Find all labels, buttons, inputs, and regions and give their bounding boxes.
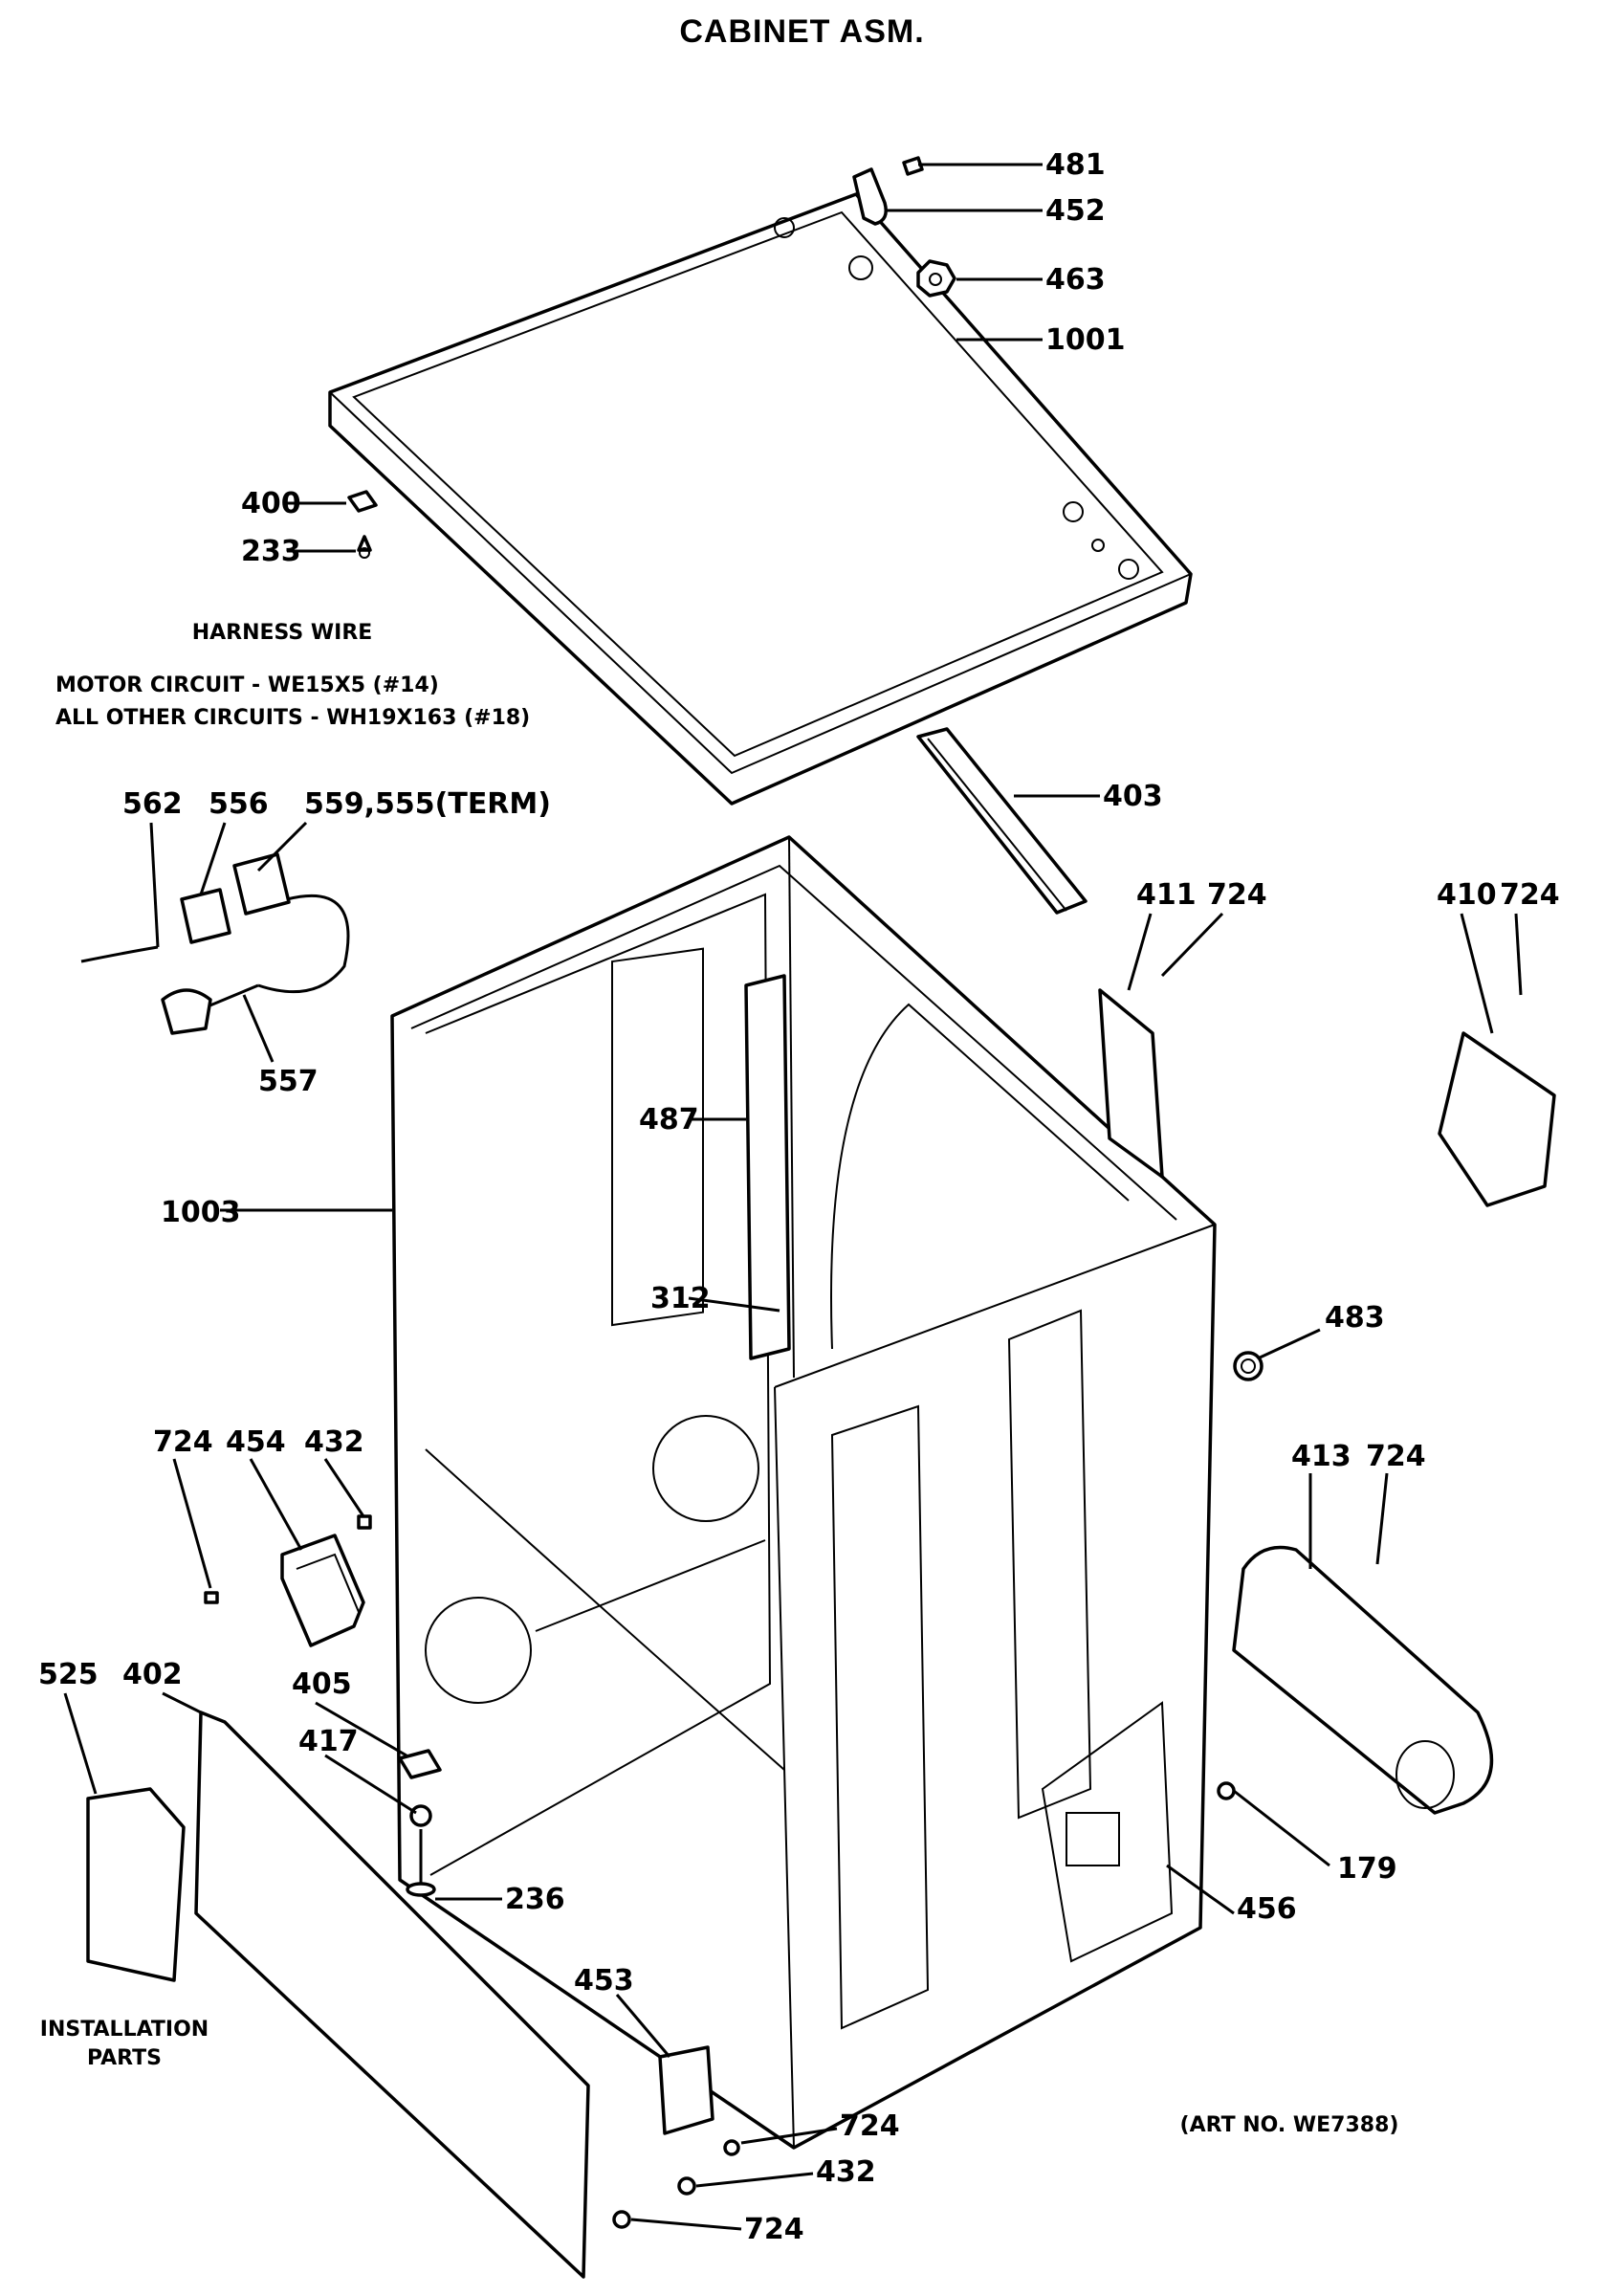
callout-483: 483	[1325, 1301, 1385, 1335]
screw-179-icon	[1217, 1781, 1236, 1800]
callout-1001: 1001	[1045, 323, 1126, 357]
panel-410-part	[1438, 1031, 1556, 1207]
toe-panel-402-part	[194, 1711, 590, 2279]
callout-233: 233	[241, 535, 301, 568]
callout-724-e: 724	[840, 2109, 900, 2143]
callout-413: 413	[1291, 1440, 1351, 1473]
callout-400: 400	[241, 487, 301, 520]
installation-label-line1: INSTALLATION	[40, 2018, 209, 2042]
callout-236: 236	[505, 1883, 565, 1916]
callout-724-a: 724	[1207, 878, 1267, 912]
callout-179: 179	[1337, 1852, 1397, 1886]
callout-417: 417	[298, 1725, 359, 1758]
screw-233-icon	[357, 535, 372, 559]
callout-453: 453	[574, 1964, 634, 1998]
callout-481: 481	[1045, 148, 1106, 182]
callout-525: 525	[38, 1658, 99, 1691]
installation-label-line2: PARTS	[87, 2046, 162, 2070]
callout-452: 452	[1045, 194, 1106, 228]
callout-724-c: 724	[153, 1425, 213, 1459]
callout-432-b: 432	[816, 2155, 876, 2189]
bracket-405-icon	[398, 1749, 442, 1779]
leader-lines	[63, 163, 1523, 2231]
art-number: (ART NO. WE7388)	[1180, 2113, 1399, 2137]
callout-312: 312	[650, 1282, 711, 1315]
callout-724-f: 724	[744, 2213, 804, 2246]
screw-724-left-icon	[204, 1591, 219, 1604]
harness-wire-other-line: ALL OTHER CIRCUITS - WH19X163 (#18)	[55, 706, 530, 730]
callout-405: 405	[292, 1667, 352, 1701]
callout-411: 411	[1136, 878, 1197, 912]
nut-417-icon	[409, 1804, 432, 1827]
bushing-483-icon	[1233, 1351, 1263, 1381]
callout-456: 456	[1237, 1892, 1297, 1926]
harness-wire-heading: HARNESS WIRE	[192, 621, 373, 645]
callout-724-d: 724	[1366, 1440, 1426, 1473]
callout-432-a: 432	[304, 1425, 364, 1459]
harness-plug-parts	[80, 852, 350, 1035]
callout-410: 410	[1437, 878, 1497, 912]
leveling-leg-236-icon	[406, 1829, 436, 1897]
callout-487: 487	[639, 1103, 699, 1137]
screw-481-icon	[902, 156, 933, 176]
callout-463: 463	[1045, 263, 1106, 297]
hinge-452-icon	[852, 167, 888, 226]
harness-wire-motor-line: MOTOR CIRCUIT - WE15X5 (#14)	[55, 673, 439, 697]
cabinet-body-part	[390, 835, 1217, 2150]
panel-413-part	[1232, 1545, 1494, 1815]
screw-724-bottom-a-icon	[723, 2139, 740, 2156]
bracket-453-part	[658, 2045, 714, 2135]
callout-556: 556	[209, 787, 269, 821]
callout-454: 454	[226, 1425, 286, 1459]
diagram-title: CABINET ASM.	[679, 13, 925, 50]
nut-432-bottom-icon	[677, 2176, 696, 2196]
callout-562: 562	[122, 787, 183, 821]
installation-bag-525-part	[86, 1787, 186, 1982]
support-bar-403	[916, 727, 1088, 915]
screw-724-bottom-b-icon	[612, 2210, 631, 2229]
callout-1003: 1003	[161, 1196, 241, 1229]
top-cover-part	[328, 192, 1193, 806]
nut-463-icon	[916, 259, 956, 298]
nut-432-left-icon	[357, 1514, 372, 1530]
callout-559-555-term: 559,555(TERM)	[304, 787, 551, 821]
callout-403: 403	[1103, 780, 1163, 813]
clip-400-icon	[347, 490, 378, 513]
switch-454-part	[280, 1534, 365, 1647]
callout-402: 402	[122, 1658, 183, 1691]
callout-724-b: 724	[1500, 878, 1560, 912]
panel-411-part	[1098, 988, 1164, 1179]
callout-557: 557	[258, 1065, 319, 1098]
